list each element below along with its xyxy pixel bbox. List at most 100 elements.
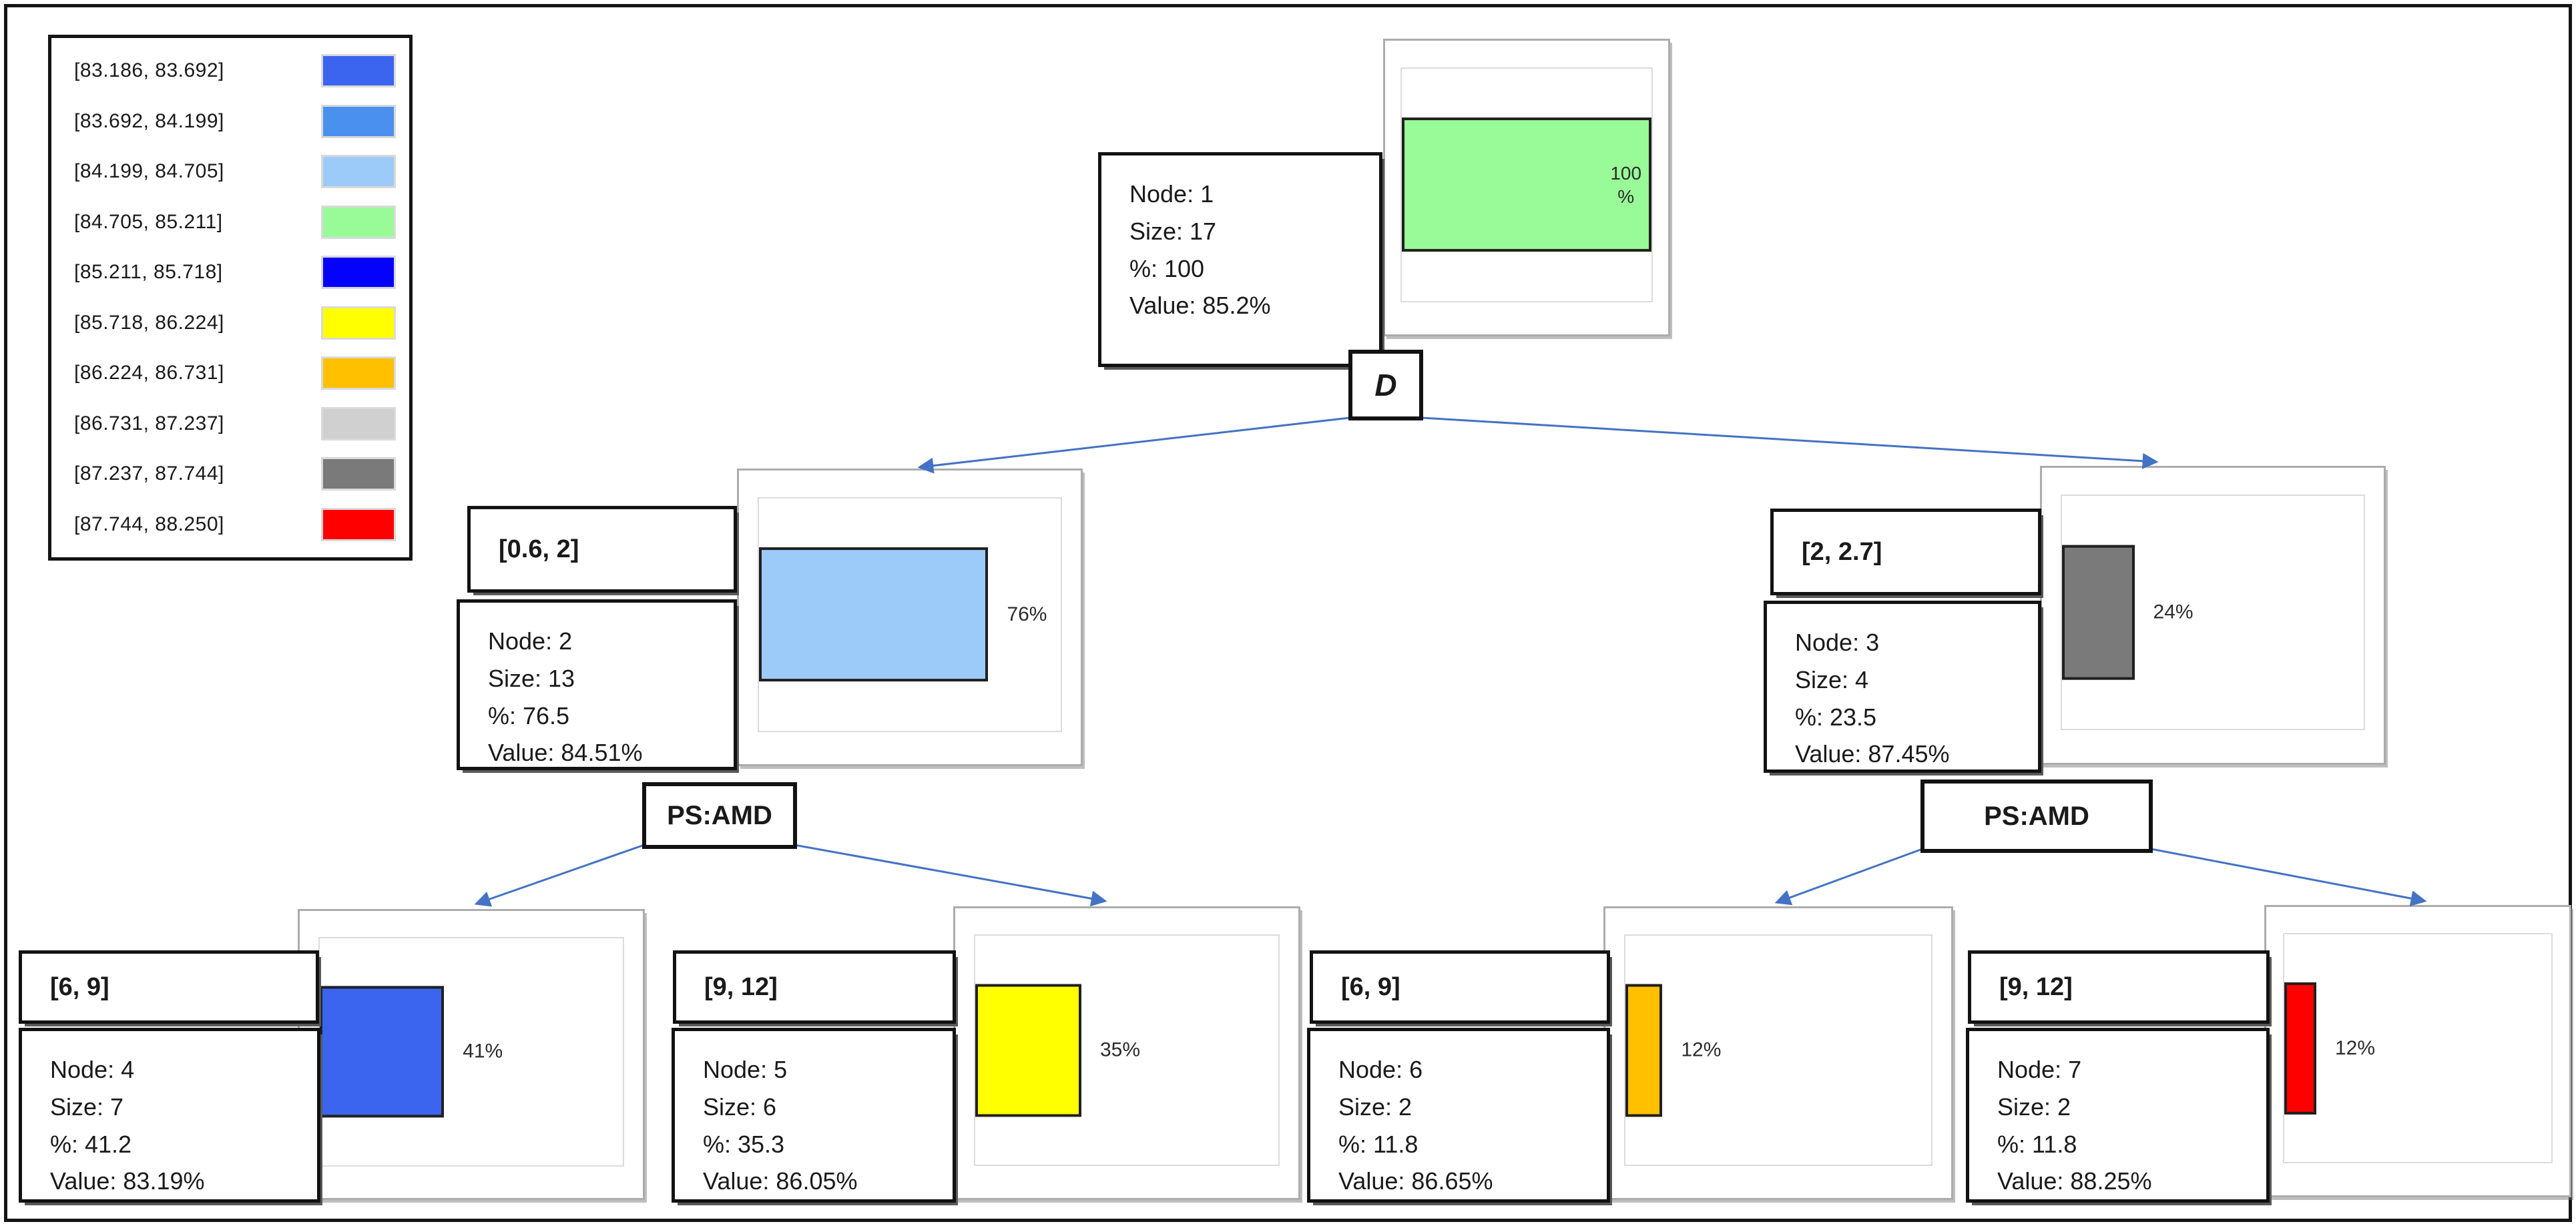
bar-percent-label: 24% — [2153, 601, 2194, 623]
node-chart: 24% — [2040, 466, 2386, 765]
legend-label: [84.199, 84.705] — [74, 160, 224, 183]
legend-item: [86.731, 87.237] — [51, 406, 409, 440]
node-info-line: Size: 6 — [703, 1093, 777, 1121]
legend-label: [87.237, 87.744] — [74, 463, 224, 485]
legend-swatch — [321, 104, 396, 138]
legend-swatch — [321, 155, 396, 189]
outer-border — [4, 4, 2572, 1222]
node-info-box: Node: 7 Size: 2 %: 11.8 Value: 88.25% — [1966, 1028, 2270, 1203]
node-chart-plot-area: 35% — [974, 934, 1280, 1167]
node-chart-plot-area: 12% — [2282, 932, 2553, 1164]
legend-label: [86.224, 86.731] — [74, 362, 224, 384]
legend-item: [85.718, 86.224] — [51, 306, 409, 340]
node-info-line: Node: 5 — [703, 1056, 788, 1083]
legend-swatch — [321, 256, 396, 290]
legend-swatch — [321, 457, 396, 491]
legend-swatch — [321, 306, 396, 340]
node-info-box: Node: 1 Size: 17 %: 100 Value: 85.2% — [1098, 152, 1382, 367]
split-node-ps-amd-left: PS:AMD — [642, 782, 797, 849]
node-chart-plot-area: 100 % — [1400, 67, 1653, 302]
node-info-line: %: 35.3 — [703, 1130, 785, 1158]
node-range-label: [2, 2.7] — [1770, 509, 2041, 595]
node-bar — [975, 984, 1081, 1117]
legend-label: [87.744, 88.250] — [74, 513, 224, 535]
node-info-line: Node: 4 — [50, 1056, 135, 1083]
node-info-box: Node: 5 Size: 6 %: 35.3 Value: 86.05% — [672, 1028, 956, 1203]
node-chart-plot-area: 76% — [758, 497, 1062, 732]
node-info-line: Value: 84.51% — [488, 739, 643, 767]
node-info-line: Size: 17 — [1129, 217, 1217, 245]
node-info-line: Size: 4 — [1795, 665, 1869, 693]
node-info-line: Size: 2 — [1997, 1093, 2071, 1121]
node-info-box: Node: 6 Size: 2 %: 11.8 Value: 86.65% — [1307, 1028, 1610, 1203]
node-info-line: Node: 2 — [488, 627, 573, 655]
bar-row: 12% — [1625, 984, 1930, 1117]
bar-percent-label: 35% — [1099, 1038, 1141, 1061]
node-info-line: %: 23.5 — [1795, 703, 1877, 731]
bar-row: 24% — [2062, 545, 2364, 680]
node-chart: 12% — [1603, 906, 1953, 1200]
node-info-line: Value: 83.19% — [50, 1167, 205, 1195]
bar-row: 100 % — [1402, 117, 1651, 252]
bar-row: 12% — [2284, 982, 2551, 1115]
node-info-line: Size: 13 — [488, 664, 575, 692]
bar-percent-label: 12% — [1681, 1038, 1722, 1061]
node-chart-plot-area: 12% — [1624, 934, 1933, 1167]
bar-row: 41% — [320, 986, 622, 1118]
node-info-line: %: 11.8 — [1997, 1130, 2077, 1158]
node-chart: 41% — [298, 909, 645, 1200]
node-info-line: Node: 3 — [1795, 629, 1880, 656]
legend-item: [84.705, 85.211] — [51, 205, 409, 239]
node-info-box: Node: 2 Size: 13 %: 76.5 Value: 84.51% — [457, 599, 737, 770]
legend-swatch — [321, 406, 396, 440]
legend-label: [86.731, 87.237] — [74, 412, 224, 434]
node-info-line: Value: 88.25% — [1997, 1167, 2152, 1195]
bar-row: 35% — [975, 984, 1278, 1117]
legend-label: [84.705, 85.211] — [74, 210, 223, 233]
node-info-line: Node: 1 — [1129, 180, 1214, 208]
legend-swatch — [321, 205, 396, 239]
node-info-line: %: 11.8 — [1338, 1130, 1419, 1158]
node-info-line: Value: 87.45% — [1795, 740, 1950, 768]
node-chart-plot-area: 24% — [2061, 494, 2365, 731]
legend-swatch — [321, 507, 396, 541]
node-info-line: Value: 85.2% — [1129, 292, 1271, 320]
node-bar — [320, 986, 445, 1118]
legend-label: [83.186, 83.692] — [74, 59, 224, 81]
legend-item: [86.224, 86.731] — [51, 356, 409, 390]
node-bar — [2284, 982, 2316, 1115]
node-info-line: Size: 2 — [1338, 1093, 1412, 1121]
legend: [83.186, 83.692] [83.692, 84.199] [84.19… — [48, 35, 413, 561]
node-info-box: Node: 4 Size: 7 %: 41.2 Value: 83.19% — [19, 1028, 320, 1203]
legend-item: [84.199, 84.705] — [51, 155, 409, 189]
node-info-box: Node: 3 Size: 4 %: 23.5 Value: 87.45% — [1764, 601, 2041, 773]
node-info-line: Node: 6 — [1338, 1056, 1423, 1083]
node-info-line: Node: 7 — [1997, 1056, 2082, 1083]
node-chart: 76% — [737, 469, 1083, 766]
legend-item: [83.186, 83.692] — [51, 54, 409, 87]
legend-item: [87.744, 88.250] — [51, 507, 409, 541]
node-info-line: %: 100 — [1129, 254, 1205, 282]
node-bar — [1625, 984, 1663, 1117]
node-chart: 35% — [953, 906, 1300, 1200]
bar-percent-label: 100 % — [1610, 162, 1642, 207]
node-info-line: Value: 86.05% — [703, 1167, 858, 1195]
legend-item: [87.237, 87.744] — [51, 457, 409, 491]
node-chart: 12% — [2264, 905, 2571, 1197]
node-chart-plot-area: 41% — [318, 936, 624, 1167]
legend-item: [83.692, 84.199] — [51, 104, 409, 138]
node-info-line: Size: 7 — [50, 1093, 124, 1121]
node-range-label: [0.6, 2] — [467, 506, 737, 593]
bar-percent-label: 41% — [463, 1040, 503, 1062]
bar-row: 76% — [759, 547, 1061, 682]
node-range-label: [6, 9] — [1310, 950, 1610, 1024]
node-chart: 100 % — [1383, 39, 1670, 336]
legend-swatch — [321, 356, 396, 390]
node-info-line: %: 76.5 — [488, 701, 570, 729]
node-bar — [1402, 117, 1651, 252]
legend-label: [83.692, 84.199] — [74, 109, 224, 132]
split-node-d: D — [1348, 350, 1423, 420]
legend-label: [85.718, 86.224] — [74, 311, 224, 334]
split-node-ps-amd-right: PS:AMD — [1920, 780, 2153, 853]
